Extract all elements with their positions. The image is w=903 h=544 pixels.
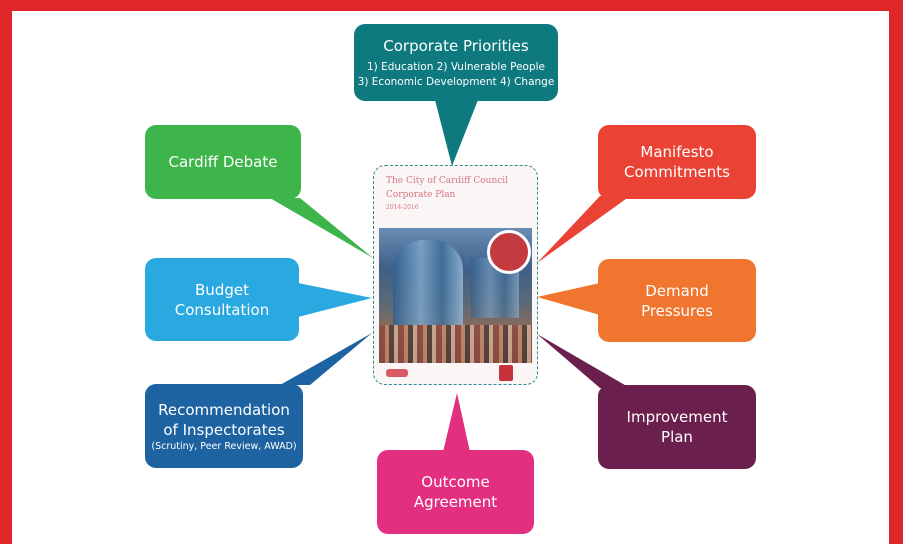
callout-line: Agreement: [413, 493, 498, 511]
doc-logo: [386, 369, 408, 377]
pointer-budget-consultation: [298, 283, 372, 317]
callout-title: Corporate Priorities: [383, 36, 529, 55]
callout-line: of Inspectorates: [163, 420, 285, 439]
callout-budget-consultation: Budget Consultation: [145, 258, 299, 341]
pointer-outcome-agreement: [443, 393, 470, 452]
callout-corporate-priorities: Corporate Priorities 1) Education 2) Vul…: [354, 24, 558, 101]
callout-manifesto-commitments: Manifesto Commitments: [598, 125, 756, 199]
callout-line: Demand: [645, 281, 709, 300]
callout-demand-pressures: Demand Pressures: [598, 259, 756, 342]
callout-line: Pressures: [641, 301, 713, 320]
pointer-manifesto-commitments: [537, 196, 630, 263]
doc-years: 2014-2016: [386, 204, 419, 211]
callout-line: Commitments: [624, 163, 730, 181]
inset-photo: [487, 230, 531, 274]
callout-improvement-plan: Improvement Plan: [598, 385, 756, 469]
callout-line: 1) Education 2) Vulnerable People: [366, 60, 545, 73]
callout-cardiff-debate: Cardiff Debate: [145, 125, 301, 199]
pointer-cardiff-debate: [270, 198, 373, 258]
doc-title: The City of Cardiff Council: [386, 176, 509, 186]
callout-line: Improvement: [626, 408, 728, 426]
pointer-demand-pressures: [537, 283, 600, 315]
callout-recommendation: Recommendation of Inspectorates (Scrutin…: [145, 384, 303, 468]
pointer-recommendation: [280, 333, 372, 385]
dragon-logo: [499, 365, 513, 381]
pointer-corporate-priorities: [435, 100, 478, 166]
crowd: [379, 325, 532, 363]
corporate-plan-document: The City of Cardiff Council Corporate Pl…: [373, 165, 538, 385]
building-glass: [393, 240, 463, 325]
callout-line: Outcome: [421, 473, 490, 491]
pointer-improvement-plan: [537, 334, 630, 388]
doc-cover-photo: [379, 228, 532, 363]
callout-line: (Scrutiny, Peer Review, AWAD): [151, 440, 297, 452]
callout-title: Cardiff Debate: [168, 153, 278, 171]
callout-line: Plan: [661, 428, 693, 446]
callout-line: 3) Economic Development 4) Change: [357, 75, 555, 88]
callout-line: Recommendation: [158, 400, 290, 419]
callout-outcome-agreement: Outcome Agreement: [377, 450, 534, 534]
callout-line: Consultation: [174, 300, 270, 319]
callout-line: Manifesto: [640, 143, 714, 161]
doc-subtitle: Corporate Plan: [386, 190, 456, 200]
callout-line: Budget: [195, 280, 249, 299]
